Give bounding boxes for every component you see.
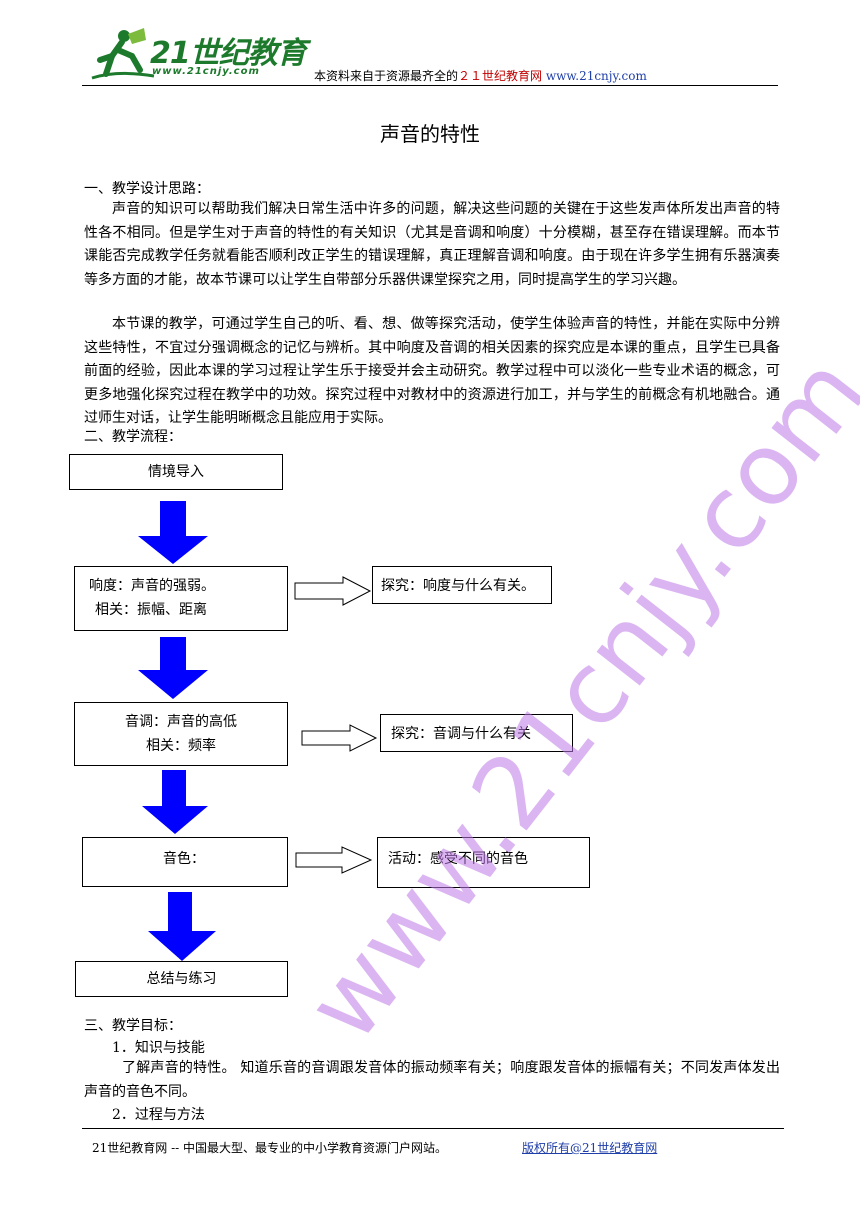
flow-pitch-related: 相关：频率: [146, 738, 216, 754]
flow-loudness-definition: 响度：声音的强弱。: [89, 578, 215, 594]
page-title: 声音的特性: [380, 122, 480, 146]
down-arrow-4: [148, 892, 216, 961]
flow-summary-label: 总结与练习: [146, 971, 217, 987]
paragraph-goal-knowledge: 了解声音的特性。 知道乐音的音调跟发音体的振动频率有关；响度跟发音体的振幅有关；…: [84, 1060, 780, 1100]
header-site-link[interactable]: www.21cnjy.com: [545, 69, 647, 83]
flow-box-loudness: 响度：声音的强弱。 相关：振幅、距离: [74, 566, 288, 631]
goal-subheading-knowledge: 1．知识与技能: [112, 1040, 205, 1056]
logo-runner-icon: [91, 28, 155, 80]
right-arrow-3: [295, 846, 373, 874]
flow-intro-label: 情境导入: [148, 464, 204, 480]
down-arrow-1: [138, 501, 208, 564]
header-note-prefix: 本资料来自于资源最齐全的: [314, 69, 459, 83]
flow-box-timbre: 音色：: [82, 837, 288, 887]
flow-loudness-explore-label: 探究：响度与什么有关。: [381, 578, 535, 594]
footer-divider: [82, 1128, 784, 1129]
flow-box-loudness-explore: 探究：响度与什么有关。: [372, 566, 552, 604]
down-arrow-3: [142, 770, 208, 834]
logo-text: 21世纪教育: [150, 36, 307, 71]
flow-loudness-related: 相关：振幅、距离: [95, 602, 207, 618]
section-heading-goals: 三、教学目标：: [84, 1018, 182, 1034]
flow-pitch-definition: 音调：声音的高低: [125, 714, 237, 730]
right-arrow-2: [301, 724, 378, 752]
flow-pitch-explore-label: 探究：音调与什么有关: [391, 726, 531, 742]
footer-copyright-link[interactable]: 版权所有@21世纪教育网: [522, 1141, 658, 1155]
right-arrow-1: [294, 576, 372, 606]
header-divider: [82, 85, 778, 86]
section-heading-design: 一、教学设计思路：: [84, 181, 210, 197]
paragraph-design-1: 声音的知识可以帮助我们解决日常生活中许多的问题，解决这些问题的关键在于这些发声体…: [84, 201, 780, 288]
section-heading-flow: 二、教学流程：: [84, 429, 182, 445]
down-arrow-2: [138, 637, 208, 699]
flow-timbre-label: 音色：: [163, 851, 205, 867]
flow-box-timbre-activity: 活动：感受不同的音色: [377, 837, 590, 888]
logo-url: www.21cnjy.com: [152, 66, 260, 77]
watermark: www.21cnjy.com: [283, 334, 860, 1063]
footer-site-description: 21世纪教育网 -- 中国最大型、最专业的中小学教育资源门户网站。: [92, 1141, 448, 1155]
paragraph-design-2: 本节课的教学，可通过学生自己的听、看、想、做等探究活动，使学生体验声音的特性，并…: [84, 316, 780, 426]
flow-box-summary: 总结与练习: [75, 961, 288, 997]
flow-box-pitch: 音调：声音的高低 相关：频率: [74, 702, 288, 766]
flow-box-intro: 情境导入: [69, 454, 283, 490]
header-site-name: ２１世纪教育网: [458, 69, 543, 83]
flow-timbre-activity-label: 活动：感受不同的音色: [388, 851, 528, 867]
goal-subheading-process: 2．过程与方法: [112, 1107, 205, 1123]
flow-box-pitch-explore: 探究：音调与什么有关: [380, 714, 573, 752]
header-source-note: 本资料来自于资源最齐全的２１世纪教育网 www.21cnjy.com: [314, 67, 647, 84]
